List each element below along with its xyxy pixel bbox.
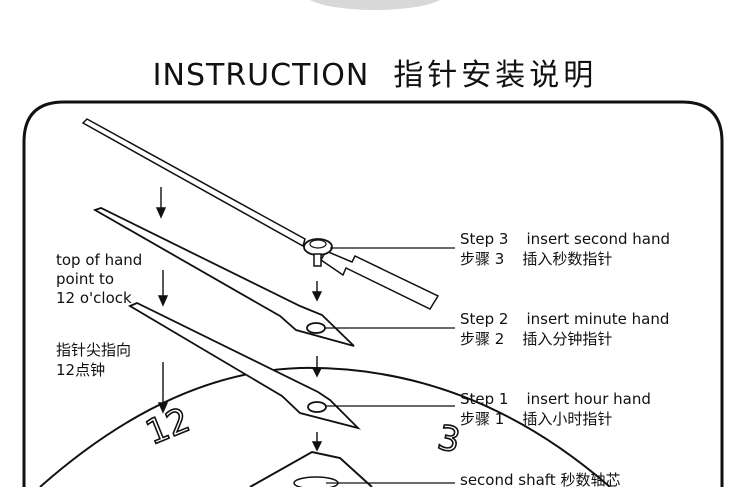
down-arrows	[155, 187, 323, 452]
left-note-en-2: point to	[56, 270, 115, 288]
second-shaft-zh: 秒数轴芯	[560, 471, 621, 489]
leader-lines	[325, 247, 455, 484]
arrow-hour-hand-head	[157, 402, 169, 414]
second-hand	[81, 118, 440, 310]
title: INSTRUCTION 指针安装说明	[0, 50, 750, 94]
clock-face-arc	[39, 366, 611, 488]
step1-zh: 步骤 1 插入小时指针	[460, 409, 612, 429]
minute-hand	[92, 207, 355, 347]
step2-label: Step 2	[460, 310, 509, 328]
hour-hand-hole	[307, 401, 327, 413]
minute-hand-blade	[92, 207, 355, 347]
step3-label: Step 3	[460, 230, 509, 248]
movement-shaft-top	[293, 476, 339, 490]
dial-number-12: 12	[140, 399, 197, 454]
step1-label-zh: 步骤 1	[460, 410, 505, 428]
arrow-center-2-head	[311, 367, 323, 378]
second-hand-hub-top	[309, 239, 327, 249]
step2-action-zh: 插入分钟指针	[522, 330, 613, 348]
second-hand-post	[313, 253, 322, 267]
step1-action-zh: 插入小时指针	[522, 410, 613, 428]
step1-action: insert hour hand	[526, 390, 651, 408]
second-hand-tail	[320, 250, 440, 310]
step3-action-zh: 插入秒数指针	[522, 250, 613, 268]
step3-zh: 步骤 3 插入秒数指针	[460, 249, 612, 269]
frame-border	[22, 100, 724, 487]
step3-en: Step 3 insert second hand	[460, 229, 670, 249]
hour-hand-blade	[128, 302, 361, 430]
step2-en: Step 2 insert minute hand	[460, 309, 669, 329]
title-zh: 指针安装说明	[393, 58, 598, 93]
clock-movement	[249, 450, 373, 488]
step2-zh: 步骤 2 插入分钟指针	[460, 329, 612, 349]
second-shaft-en: second shaft	[460, 471, 556, 489]
step2-action: insert minute hand	[526, 310, 670, 328]
arrow-second-hand-head	[155, 207, 167, 219]
step3-label-zh: 步骤 3	[460, 250, 505, 268]
top-shadow	[310, 0, 440, 10]
second-shaft-label: second shaft 秒数轴芯	[460, 470, 620, 490]
left-note-en-1: top of hand	[56, 251, 143, 269]
step1-label: Step 1	[460, 390, 509, 408]
arrow-center-3-head	[311, 441, 323, 452]
left-note-en-3: 12 o'clock	[56, 289, 132, 307]
step1-en: Step 1 insert hour hand	[460, 389, 651, 409]
left-note-zh-1: 指针尖指向	[56, 341, 132, 359]
step2-label-zh: 步骤 2	[460, 330, 505, 348]
left-note-zh-2: 12点钟	[56, 361, 106, 379]
title-en: INSTRUCTION	[152, 58, 370, 93]
hour-hand	[128, 302, 361, 430]
dial-number-12-text: 12	[140, 400, 195, 453]
arrow-minute-hand-head	[157, 295, 169, 307]
second-hand-needle	[81, 118, 306, 248]
arrow-center-1-head	[311, 291, 323, 302]
step3-action: insert second hand	[526, 230, 670, 248]
minute-hand-hole	[306, 322, 326, 334]
